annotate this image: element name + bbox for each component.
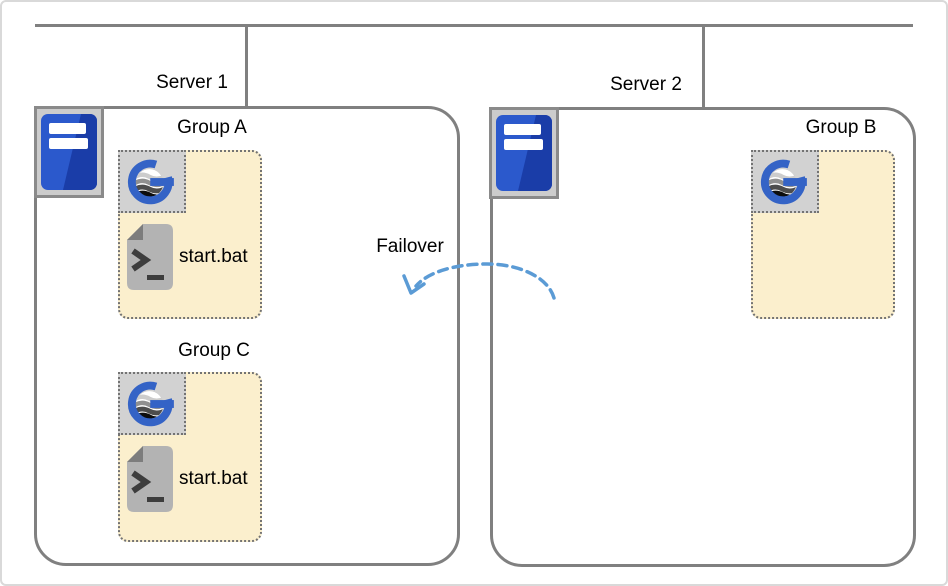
server-tower-icon [34,106,104,198]
server2-connector-line [702,24,705,109]
failover-dashed-arrow [397,255,567,305]
batch-file-terminal-icon [126,445,174,513]
server1-label: Server 1 [156,72,228,93]
group-c-script-label: start.bat [179,468,248,489]
batch-file-terminal-icon [126,223,174,291]
group-c-label: Group C [178,340,250,361]
failover-label: Failover [376,236,444,257]
group-b-label: Group B [805,117,877,138]
group-a-label: Group A [177,117,247,138]
g-logo-globe-icon [118,150,186,213]
network-bus-line [35,24,913,27]
g-logo-globe-icon [751,150,819,213]
group-a-script-label: start.bat [179,246,248,267]
server2-label: Server 2 [610,74,682,95]
server1-connector-line [245,24,248,108]
g-logo-globe-icon [118,372,186,435]
server-tower-icon [489,107,559,199]
